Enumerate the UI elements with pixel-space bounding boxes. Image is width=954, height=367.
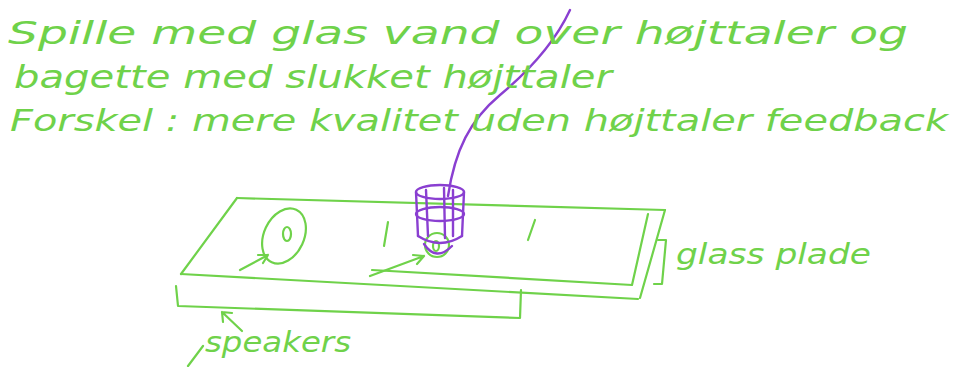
handwritten-note: speakers — [205, 328, 351, 359]
leader-stroke — [188, 346, 203, 366]
plate-bracket — [654, 240, 666, 284]
plate-left-edge — [181, 198, 237, 274]
leader-arrow — [370, 255, 424, 276]
speaker-outline — [424, 244, 452, 254]
glass-rim — [416, 185, 464, 199]
plate-mark — [528, 220, 535, 240]
glass-side — [416, 192, 464, 236]
plate-mark — [384, 222, 388, 246]
speaker-symbol — [254, 201, 315, 270]
plate-thickness-line — [372, 214, 648, 285]
leader-arrow — [240, 255, 268, 270]
glass-base — [418, 236, 462, 243]
plate-bottom-edge — [181, 274, 638, 299]
handwritten-note: bagette med slukket højttaler — [14, 60, 612, 95]
handwritten-note: glass plade — [676, 240, 871, 271]
plate-right-edge — [640, 210, 665, 298]
handwritten-note: Spille med glas vand over højttaler og — [8, 16, 908, 51]
speaker-cone — [283, 227, 291, 241]
water-level — [416, 207, 464, 221]
green-ink — [176, 198, 666, 366]
handwritten-note: Forskel : mere kvalitet uden højttaler f… — [10, 104, 948, 137]
